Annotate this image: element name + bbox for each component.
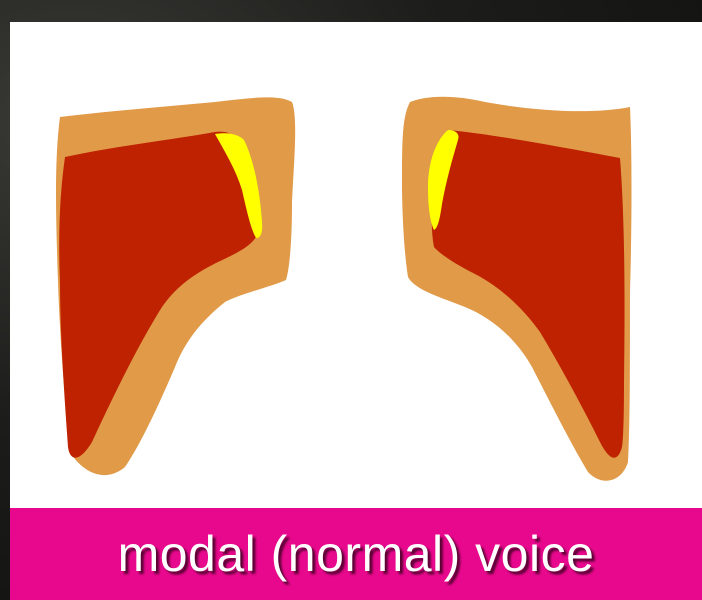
left-vocal-fold-icon [56, 97, 295, 475]
caption-bar: modal (normal) voice [10, 508, 702, 600]
diagram-panel [10, 22, 702, 508]
caption-text: modal (normal) voice [118, 525, 595, 583]
vocal-folds-diagram [10, 22, 702, 508]
right-vocal-fold-icon [402, 97, 632, 481]
